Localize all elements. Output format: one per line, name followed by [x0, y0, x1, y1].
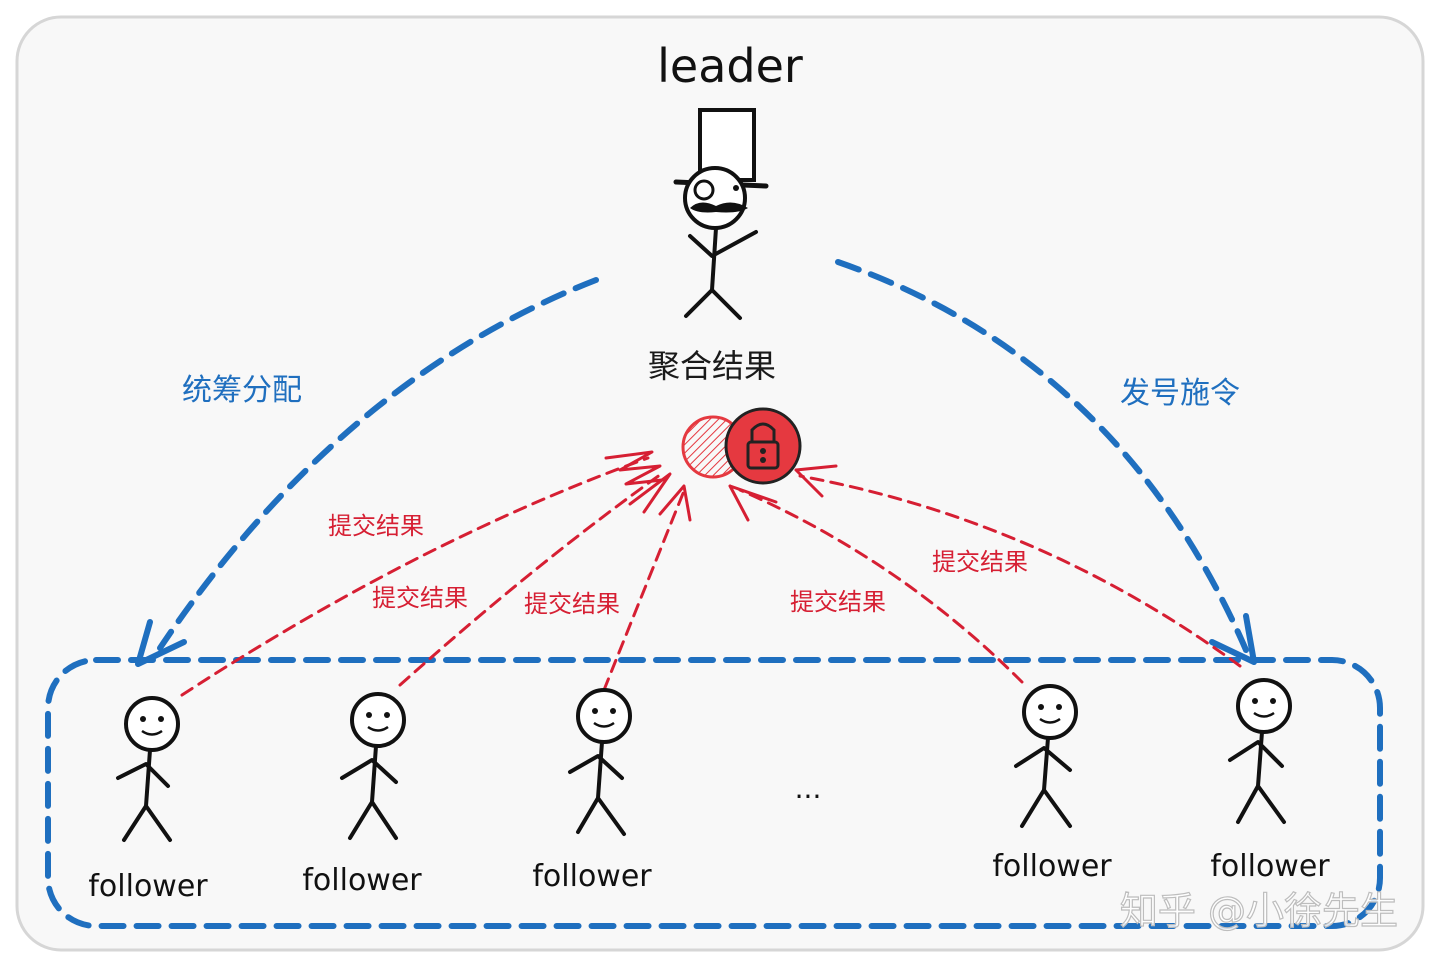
follower-label-5: follower	[1210, 849, 1330, 884]
arrowhead-1	[604, 450, 664, 486]
right-blue-arrowhead	[1209, 613, 1257, 665]
leader-label: leader	[657, 39, 803, 93]
submit-arrow-4	[738, 488, 1024, 684]
follower-label-2: follower	[302, 863, 422, 898]
watermark: 知乎 @小徐先生	[1120, 889, 1398, 933]
right-arrow-label: 发号施令	[1120, 376, 1240, 411]
right-blue-arrow	[835, 259, 1249, 653]
submit-label-2: 提交结果	[372, 584, 468, 612]
arrowhead-2	[628, 472, 672, 514]
followers-group-frame	[45, 657, 1383, 929]
stick-figure-icon	[568, 688, 632, 836]
submit-arrows	[180, 450, 1242, 697]
submit-label-5: 提交结果	[932, 548, 1028, 576]
monocle-icon	[693, 179, 715, 201]
stick-figure-icon	[1228, 678, 1292, 824]
follower-label-4: follower	[992, 849, 1112, 884]
more-followers-ellipsis: ...	[795, 772, 822, 805]
submit-arrow-3	[602, 484, 688, 692]
stick-figure-icon	[340, 692, 406, 840]
submit-label-4: 提交结果	[790, 588, 886, 616]
arrowhead-3	[658, 484, 692, 522]
follower-label-3: follower	[532, 859, 652, 894]
stick-figure-icon	[116, 696, 180, 842]
left-blue-arrow	[157, 277, 599, 651]
left-arrow-label: 统筹分配	[182, 373, 302, 408]
stick-figure-icon	[1014, 684, 1078, 828]
arrowhead-5	[794, 464, 838, 498]
aggregate-node	[681, 407, 802, 485]
submit-arrow-1	[180, 456, 650, 697]
arrowhead-4	[728, 484, 778, 522]
lock-icon	[746, 422, 780, 470]
submit-arrow-2	[398, 470, 666, 687]
follower-label-1: follower	[88, 869, 208, 904]
aggregate-label: 聚合结果	[648, 347, 776, 385]
submit-label-3: 提交结果	[524, 590, 620, 618]
submit-label-1: 提交结果	[328, 512, 424, 540]
leader-figure	[673, 108, 769, 320]
submit-arrow-5	[798, 474, 1242, 668]
